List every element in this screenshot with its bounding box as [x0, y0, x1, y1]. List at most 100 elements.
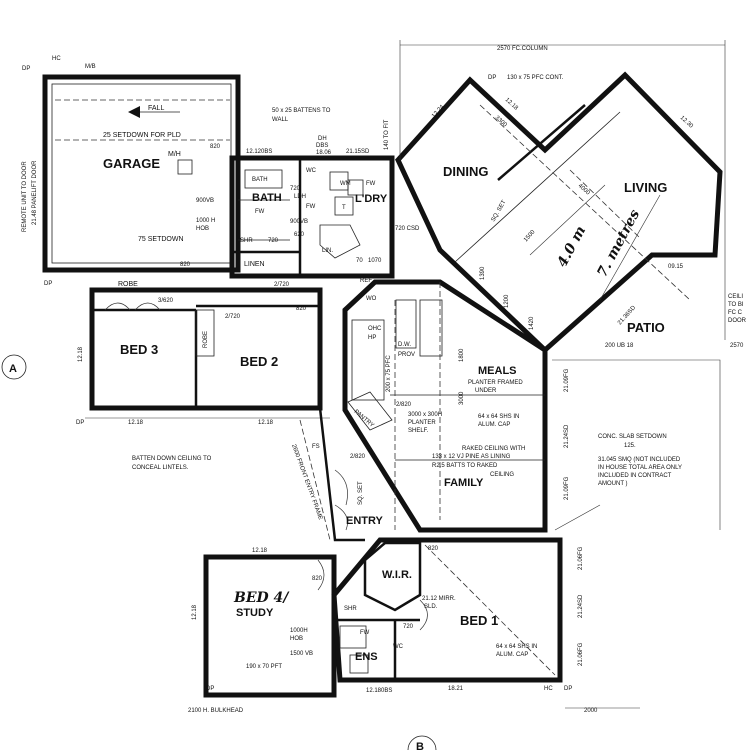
dim-1200: 1200 [504, 294, 510, 308]
smq-note-2: IN HOUSE TOTAL AREA ONLY [598, 465, 682, 471]
robe-label-2: ROBE [203, 331, 209, 348]
fcc-note: FC C [728, 310, 743, 316]
panelift-note: 21.48 PANELIFT DOOR [32, 160, 38, 225]
dim-2000: 2000 [584, 708, 598, 714]
dim-1218-c: 12.18 [258, 420, 274, 426]
ceil-note: CEILI [728, 294, 743, 300]
dim-2109fg-a: 21.09FG [564, 368, 570, 392]
dim-1500: 1500 [523, 229, 537, 243]
dim-620: 620 [294, 232, 305, 238]
dim-1218-f: 12.18 [192, 604, 198, 620]
section-a-label: A [9, 363, 17, 375]
dim-3000: 3000 [459, 391, 465, 405]
bulkhead-note: 2100 H. BULKHEAD [188, 708, 244, 714]
ldh-label: LDH [294, 194, 306, 200]
entry-area [299, 407, 365, 542]
dim-1218-e: 12.18 [252, 548, 268, 554]
dim-1230: 12.30 [679, 115, 695, 130]
raked-note-3: R2.5 BATTS TO RAKED [432, 463, 498, 469]
meals-label: MEALS [478, 365, 517, 377]
bed3-label: BED 3 [120, 342, 158, 357]
wall-note: WALL [272, 117, 289, 123]
wc-label-1: WC [306, 168, 317, 174]
raked-note-2: 133 x 12 VJ PINE AS LINING [432, 454, 511, 460]
planter-note: 3000 x 300H [408, 412, 442, 418]
dim-3300: 3300 [494, 115, 508, 129]
planter-note-3: SHELF. [408, 428, 429, 434]
bed1-label: BED 1 [460, 613, 498, 628]
dim-1218obs: 12.180BS [366, 688, 392, 694]
shs-note: 64 x 64 SHS IN [478, 414, 519, 420]
dim-2820: 2/820 [350, 454, 366, 460]
planter-under: UNDER [475, 388, 497, 394]
shs-bed1-2: ALUM. CAP [496, 652, 528, 658]
bath-block [229, 155, 395, 279]
slab-note-2: 125. [624, 443, 636, 449]
col-2570-note: 2570 [730, 343, 744, 349]
shs-note-2: ALUM. CAP [478, 422, 510, 428]
shs-bed1: 64 x 64 SHS IN [496, 644, 537, 650]
smq-note: 31.045 SMQ (NOT INCLUDED [598, 457, 681, 463]
door-trunc-note: DOOR [728, 318, 747, 324]
dw-label: D.W. [398, 342, 411, 348]
ub-note: 200 UB 18 [605, 343, 634, 349]
linen-label: LINEN [244, 261, 265, 268]
dim-3620: 3/620 [158, 298, 174, 304]
fw-label-3: FW [306, 204, 316, 210]
dim-2720-b: 2/720 [225, 314, 241, 320]
bedrooms-west [89, 287, 323, 411]
wo-label: WO [366, 296, 377, 302]
raked-note-4: CEILING [490, 472, 514, 478]
garage-setdown-note: 75 SETDOWN [138, 236, 184, 243]
kitchen-family [342, 279, 548, 533]
dim-2115sd: 21.15SD [346, 149, 370, 155]
smq-note-4: AMOUNT ) [598, 481, 628, 487]
sld-note: SLD. [424, 604, 438, 610]
garage-label: GARAGE [103, 156, 160, 171]
ohc-label: OHC [368, 326, 382, 332]
hob-bath: 1000 H [196, 218, 215, 224]
dim-2124sd: 21.24SD [564, 424, 570, 448]
living-wing [395, 40, 726, 354]
planter-framed: PLANTER FRAMED [468, 380, 523, 386]
dim-720-c: 720 [403, 624, 414, 630]
bed2-label: BED 2 [240, 354, 278, 369]
dh-note: DH [318, 136, 327, 142]
pfc-pantry: 200 x 75 PFC [386, 355, 392, 392]
bath-label: BATH [252, 192, 282, 204]
dim-1218-a: 12.18 [78, 346, 84, 362]
fw-label-4: FW [360, 630, 370, 636]
vb900-label-2: 900VB [290, 219, 308, 225]
hob-bath-2: HOB [196, 226, 209, 232]
bed1-suite [331, 537, 563, 683]
dim-720-a: 720 [290, 186, 301, 192]
planter-note-2: PLANTER [408, 420, 436, 426]
ref-label: REF [360, 278, 372, 284]
dp-label-1: DP [22, 66, 30, 72]
fw-label-1: FW [366, 181, 376, 187]
dim-820-a: 820 [210, 144, 221, 150]
dbs-note: DBS [316, 143, 328, 149]
fs-label: FS [312, 444, 320, 450]
bath-tub-label: BATH [252, 177, 268, 183]
hp-label: HP [368, 335, 376, 341]
mb-label: M/B [85, 64, 96, 70]
remote-note: REMOTE UNIT TO DOOR [22, 161, 28, 232]
sq-set-note-1: SQ. SET [491, 199, 508, 223]
wc-label-2: WC [393, 644, 404, 650]
hc-label-2: HC [544, 686, 553, 692]
dim-12120bs: 12.120BS [246, 149, 272, 155]
tob-note: TO BI [728, 302, 744, 308]
bed4-label: BED 4/ [233, 590, 290, 606]
battens-note: 50 x 25 BATTENS TO [272, 108, 331, 114]
dim-1218-b: 12.18 [128, 420, 144, 426]
dim-2820-b: 2/820 [396, 402, 412, 408]
setdown-plb-note: 25 SETDOWN FOR PLD [103, 132, 181, 139]
raked-note: RAKED CEILING WITH [462, 446, 525, 452]
dim-0915: 09.15 [668, 264, 684, 270]
dining-label: DINING [443, 164, 489, 179]
dp-label-4: DP [488, 75, 496, 81]
wm-label: WM [340, 181, 351, 187]
vb900-label: 900VB [196, 198, 214, 204]
